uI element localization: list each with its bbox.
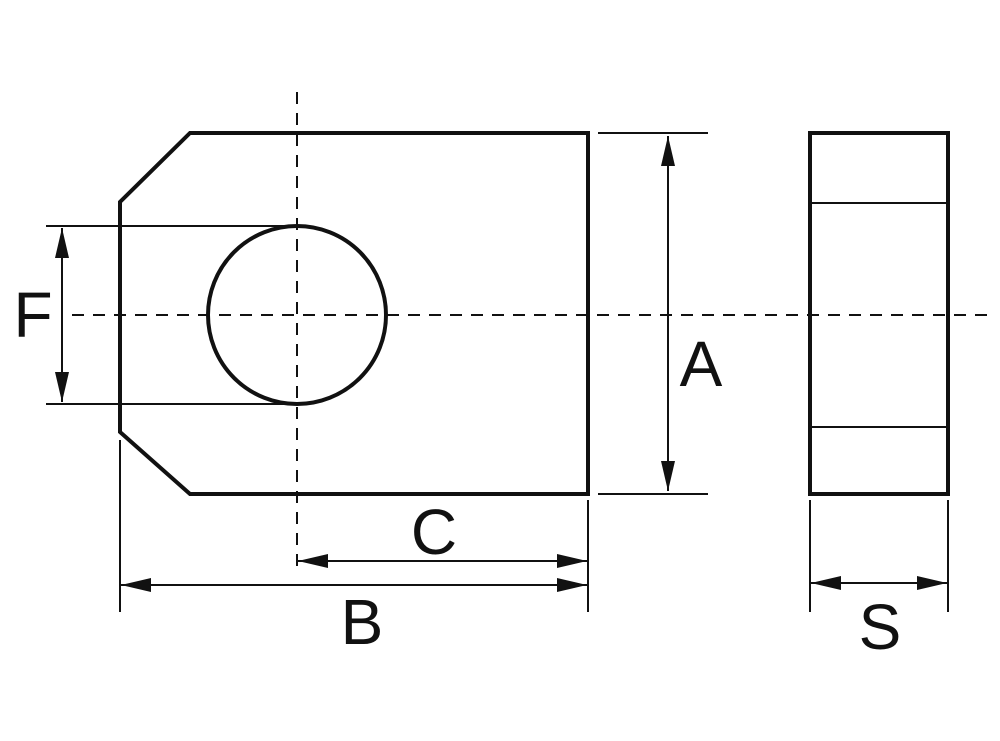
dimension-label-f: F [13, 279, 52, 351]
dimension-label-c: C [411, 496, 457, 568]
side-view-outline [808, 131, 950, 496]
front-view-outline [118, 131, 590, 496]
dimension-label-s: S [859, 591, 902, 663]
dimension-label-b: B [341, 586, 384, 658]
dimension-label-a: A [680, 328, 723, 400]
bore-hole [206, 224, 388, 406]
